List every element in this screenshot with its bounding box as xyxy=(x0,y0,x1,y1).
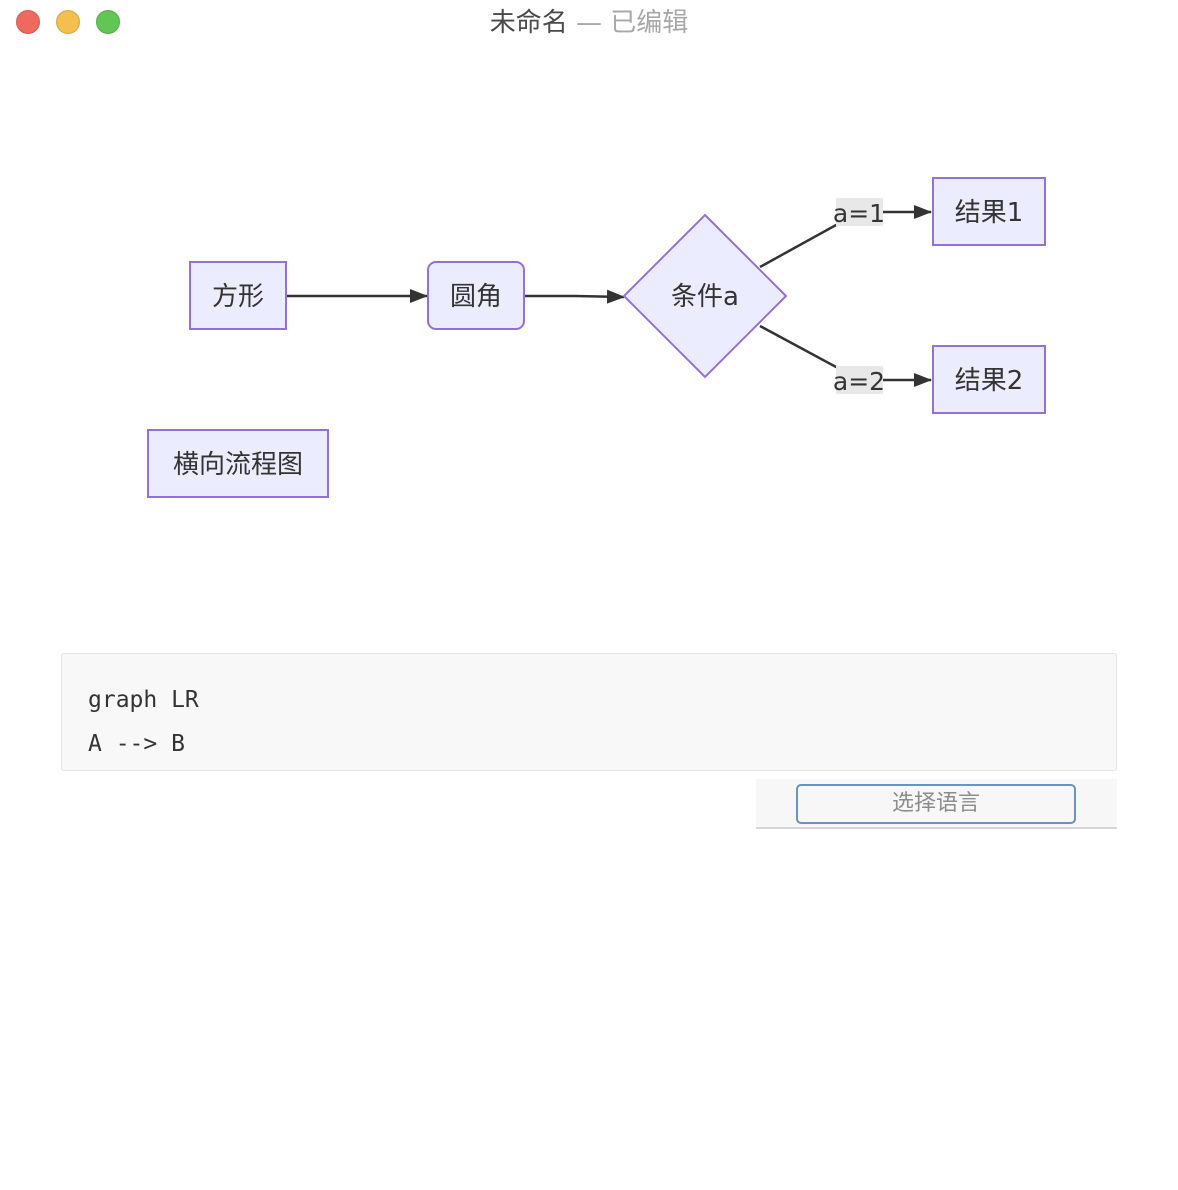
node-square[interactable]: 方形 xyxy=(189,261,287,330)
node-condition-label: 条件a xyxy=(671,282,739,312)
language-select-input[interactable]: 选择语言 xyxy=(796,784,1076,824)
node-result1[interactable]: 结果1 xyxy=(932,177,1046,246)
code-line: graph LR xyxy=(88,687,199,713)
close-window-button[interactable] xyxy=(16,10,40,34)
edge-label-a2-text: a=2 xyxy=(833,367,885,396)
node-title-box-label: 横向流程图 xyxy=(173,450,303,480)
node-rounded-label: 圆角 xyxy=(450,282,502,312)
node-title-box[interactable]: 横向流程图 xyxy=(147,429,329,498)
document-name: 未命名 xyxy=(489,8,568,38)
minimize-window-button[interactable] xyxy=(56,10,80,34)
title-bar: 未命名 — 已编辑 xyxy=(0,0,1178,46)
node-square-label: 方形 xyxy=(212,282,264,312)
node-condition[interactable]: 条件a xyxy=(622,213,788,379)
edge-label-a1-text: a=1 xyxy=(833,199,885,228)
code-block-editor[interactable]: graph LR A --> B xyxy=(61,653,1117,771)
edge-rounded-to-condition xyxy=(525,289,625,304)
code-language-bar: 选择语言 xyxy=(756,779,1117,829)
zoom-window-button[interactable] xyxy=(96,10,120,34)
node-rounded[interactable]: 圆角 xyxy=(427,261,525,330)
node-result2[interactable]: 结果2 xyxy=(932,345,1046,414)
edge-label-a2: a=2 xyxy=(833,366,885,396)
edited-status: — 已编辑 xyxy=(567,8,689,38)
edge-label-a1: a=1 xyxy=(833,198,885,228)
window-title: 未命名 — 已编辑 xyxy=(0,7,1178,39)
node-result1-label: 结果1 xyxy=(955,198,1024,228)
flowchart-diagram[interactable]: a=1 a=2 方形 圆角 条件a 结果1 结果2 横向 xyxy=(0,0,1178,620)
node-result2-label: 结果2 xyxy=(955,366,1024,396)
code-line: A --> B xyxy=(88,731,185,757)
